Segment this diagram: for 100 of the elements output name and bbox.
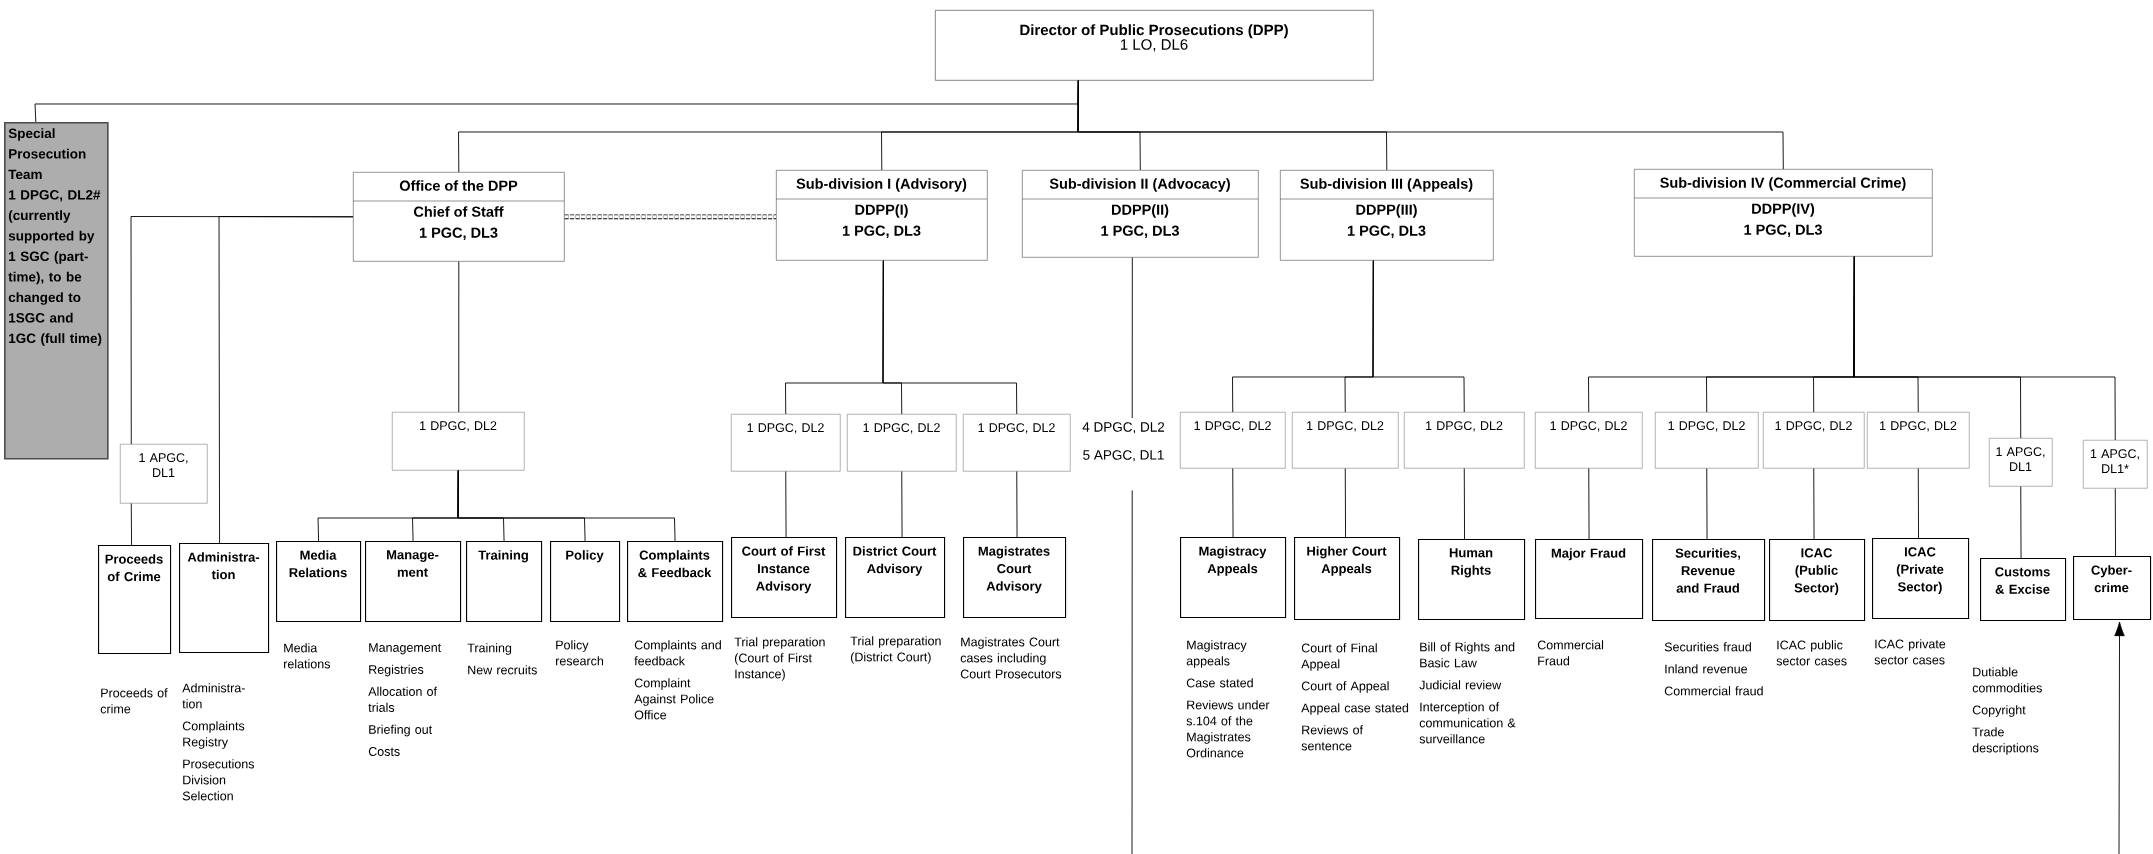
connector-line xyxy=(1813,468,1815,540)
team-box: Special Prosecution Team 1 DPGC, DL2# (currently supported by 1 SGC (part-time), to be changed to 1SGC and 1GC (full time) xyxy=(4,122,109,460)
duty-text: Allocation of trials xyxy=(368,686,437,712)
duty-text: Complaints Registry xyxy=(182,721,245,749)
connector-line xyxy=(457,470,676,542)
division-box: Office of the DPP Chief of Staff 1 PGC, DL3 xyxy=(352,172,565,262)
section-box: Major Fraud xyxy=(1535,539,1644,620)
connector-line xyxy=(785,471,787,538)
section-box: Human Rights xyxy=(1418,539,1526,621)
division-box: Sub-division IV (Commercial Crime) DDPP(IV) 1 PGC, DL3 xyxy=(1633,169,1933,257)
section-box: Cyber-crime xyxy=(2073,556,2152,621)
section-box: Complaints & Feedback xyxy=(627,541,724,623)
section-box: Proceeds of Crime xyxy=(98,545,172,655)
staff-box: 1 DPGC, DL2 xyxy=(1763,412,1865,469)
section-box: ICAC (Private Sector) xyxy=(1872,538,1970,620)
duty-text: Trade descriptions xyxy=(1972,727,2039,755)
dashed-link xyxy=(564,214,776,220)
duty-text: Complaints and feedback xyxy=(634,640,721,666)
staff-box: 1 DPGC, DL2 xyxy=(1404,412,1525,469)
staff-box: 1 APGC, DL1 xyxy=(120,444,208,504)
staff-box: 1 APGC, DL1 xyxy=(1989,438,2053,487)
duty-text: Appeal case stated xyxy=(1301,703,1409,715)
staff-box: 1 APGC, DL1* xyxy=(2083,440,2148,489)
duty-text: Magistrates Court cases including Court Prosecutors xyxy=(960,637,1062,679)
duty-text: Commercial fraud xyxy=(1664,686,1763,696)
duty-text: New recruits xyxy=(468,665,537,675)
duty-text: Management xyxy=(369,643,442,655)
duty-text: Copyright xyxy=(1972,705,2026,717)
section-box: Court of First Instance Advisory xyxy=(731,537,838,619)
connector-line xyxy=(1917,468,1919,539)
staff-text: 4 DPGC, DL2 5 APGC, DL1 xyxy=(1082,422,1165,462)
duty-text: ICAC private sector cases xyxy=(1874,639,1946,665)
staff-box: 1 DPGC, DL2 xyxy=(392,412,525,471)
division-box: Sub-division III (Appeals) DDPP(III) 1 PGC, DL3 xyxy=(1279,170,1494,261)
duty-text: Judicial review xyxy=(1419,680,1502,690)
connector-line xyxy=(130,503,132,546)
duty-text: Dutiable commodities xyxy=(1972,667,2042,693)
connector-line xyxy=(1588,468,1590,540)
section-box: Magistracy Appeals xyxy=(1180,537,1287,619)
arrow xyxy=(2114,621,2125,854)
section-box: Training xyxy=(466,541,543,623)
staff-box: 1 DPGC, DL2 xyxy=(963,414,1071,472)
duty-text: Trial preparation (Court of First Instance) xyxy=(734,637,825,681)
section-box: Manage-ment xyxy=(365,541,462,623)
duty-text: Policy research xyxy=(556,640,603,666)
duty-text: Commercial Fraud xyxy=(1537,640,1604,666)
section-box: Securities, Revenue and Fraud xyxy=(1652,539,1766,622)
duty-text: Bill of Rights and Basic Law xyxy=(1420,642,1515,668)
section-box: Higher Court Appeals xyxy=(1294,537,1401,621)
duty-text: Interception of communication & surveillance xyxy=(1419,702,1516,744)
connector-line xyxy=(901,471,903,538)
duty-text: Costs xyxy=(368,747,400,756)
staff-box: 1 DPGC, DL2 xyxy=(1867,412,1970,469)
duty-text: Reviews under s.104 of the Magistrates Ordinance xyxy=(1186,700,1270,758)
staff-box: 1 DPGC, DL2 xyxy=(1292,412,1399,469)
division-box: Sub-division II (Advocacy) DDPP(II) 1 PGC, DL3 xyxy=(1021,170,1259,258)
duty-text: Court of Final Appeal xyxy=(1301,643,1377,671)
section-box: Magistrates Court Advisory xyxy=(963,537,1067,619)
director-box: Director of Public Prosecutions (DPP) 1 LO, DL6 xyxy=(935,10,1374,81)
duty-text: Magistracy appeals xyxy=(1186,640,1247,668)
connector-line xyxy=(2114,488,2116,557)
connector-line xyxy=(1372,260,1465,413)
connector-line xyxy=(1463,468,1465,540)
section-box: Customs & Excise xyxy=(1980,558,2067,622)
section-box: Media Relations xyxy=(276,541,362,623)
staff-box: 1 DPGC, DL2 xyxy=(1535,412,1643,469)
duty-text: Complaint Against Police Office xyxy=(634,678,714,720)
section-box: ICAC (Public Sector) xyxy=(1769,539,1866,622)
section-box: District Court Advisory xyxy=(845,537,946,619)
connector-line xyxy=(1853,256,2116,441)
duty-text: Court of Appeal xyxy=(1301,681,1389,693)
duty-text: Inland revenue xyxy=(1665,664,1748,674)
division-box: Sub-division I (Advisory) DDPP(I) 1 PGC, DL3 xyxy=(775,170,988,261)
duty-text: ICAC public sector cases xyxy=(1776,640,1847,666)
duty-text: Proceeds of crime xyxy=(100,688,168,714)
connector-line xyxy=(458,261,460,413)
connector-line xyxy=(1232,468,1234,538)
connector-line xyxy=(1016,471,1018,538)
duty-text: Reviews of sentence xyxy=(1301,725,1364,751)
section-box: Policy xyxy=(550,541,621,623)
duty-text: Registries xyxy=(369,664,424,677)
duty-text: Securities fraud xyxy=(1664,642,1751,652)
duty-text: Training xyxy=(467,643,512,655)
connector-line xyxy=(1706,468,1708,540)
connector-line xyxy=(1131,489,1133,854)
connector-line xyxy=(1077,80,1784,170)
connector-line xyxy=(1344,468,1346,538)
section-box: Administra-tion xyxy=(179,543,270,654)
staff-box: 1 DPGC, DL2 xyxy=(731,414,841,472)
connector-line xyxy=(2020,486,2022,559)
connector-line xyxy=(1131,257,1133,419)
duty-text: Briefing out xyxy=(369,724,433,737)
staff-box: 1 DPGC, DL2 xyxy=(847,414,957,472)
duty-text: Prosecutions Division Selection xyxy=(182,759,254,801)
staff-box: 1 DPGC, DL2 xyxy=(1180,412,1286,469)
duty-text: Case stated xyxy=(1186,678,1253,688)
duty-text: Trial preparation (District Court) xyxy=(850,636,941,664)
staff-box: 1 DPGC, DL2 xyxy=(1655,412,1759,469)
connector-line xyxy=(882,260,1018,415)
duty-text: Media relations xyxy=(284,643,330,669)
